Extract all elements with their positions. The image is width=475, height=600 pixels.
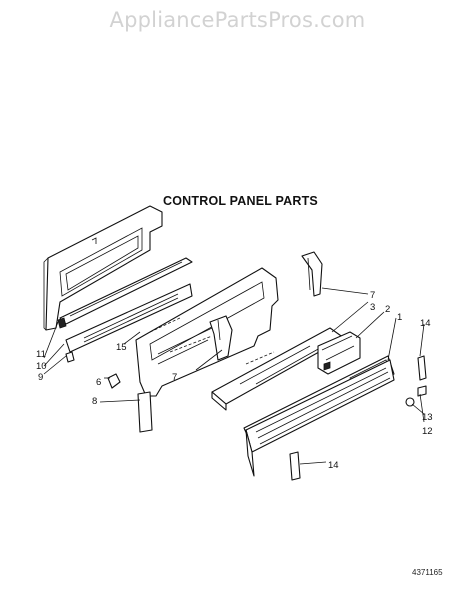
clock-module [317,331,361,375]
callout-15: 15 [116,342,127,353]
callout-7-left: 7 [172,372,177,383]
control-panel-frame [135,267,279,433]
callout-13: 13 [422,412,433,423]
end-bracket-left [209,315,233,361]
knob-part-6 [107,373,121,389]
upper-rail [57,257,193,329]
assembly-lines [149,317,275,365]
callout-11: 11 [36,349,46,360]
screw-part-13 [417,385,427,397]
watermark: AppliancePartsPros.com [109,8,366,32]
callout-14-bottom: 14 [328,460,339,471]
callout-10: 10 [36,361,47,372]
vent-rail [65,283,193,353]
small-hardware [107,355,427,481]
callout-7-right: 7 [370,290,375,301]
lower-bracket [65,351,75,363]
callout-labels: 11 10 9 15 6 8 7 7 3 2 1 14 13 12 14 [36,290,433,471]
callout-9: 9 [38,372,43,383]
callout-8: 8 [92,396,97,407]
back-console-panel [43,205,163,331]
diagram-title: CONTROL PANEL PARTS [163,194,318,208]
callout-3: 3 [370,302,375,313]
end-cap-part-14 [417,355,427,381]
clip-part-14 [289,451,301,481]
ribbed-trim-panel [245,359,395,477]
callout-14-right: 14 [420,318,431,329]
figure-number: 4371165 [412,568,443,577]
callout-12: 12 [422,426,433,437]
callout-1: 1 [397,312,402,323]
callout-2: 2 [385,304,390,315]
callout-6: 6 [96,377,101,388]
end-bracket-right [301,251,323,297]
callout-leaders [43,287,425,465]
